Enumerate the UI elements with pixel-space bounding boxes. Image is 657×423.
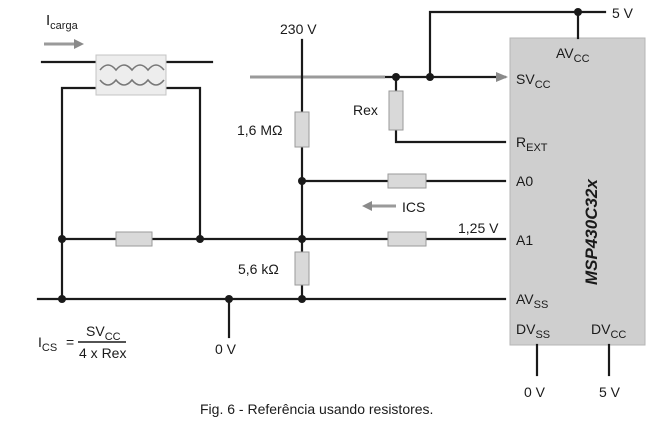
pin-dvcc: DVCC <box>591 321 626 341</box>
junction-dot <box>196 235 204 243</box>
junction-dot <box>392 73 400 81</box>
wire-secondary-left <box>60 86 100 301</box>
junction-dot <box>298 295 306 303</box>
resistor-5k6 <box>294 251 310 286</box>
pin-rext: REXT <box>516 134 548 154</box>
transformer-primary-coil <box>99 64 165 72</box>
formula-lhs: ICS <box>38 334 57 354</box>
arrow-ics-head <box>362 201 372 211</box>
msp430-chip <box>509 37 646 346</box>
resistor-a1 <box>387 231 427 247</box>
pin-a1: A1 <box>516 232 533 248</box>
formula-denominator: 4 x Rex <box>79 345 126 361</box>
resistor-shunt <box>115 231 153 247</box>
junction-dot <box>426 73 434 81</box>
transformer-secondary-coil <box>99 78 165 86</box>
arrow-supply-head <box>496 72 508 82</box>
junction-dot <box>298 235 306 243</box>
resistor-1m6 <box>294 111 310 148</box>
junction-dot <box>58 235 66 243</box>
label-ics: ICS <box>402 199 425 215</box>
label-rex: Rex <box>353 102 378 118</box>
label-230v: 230 V <box>280 21 317 37</box>
wire-5v-top <box>428 10 607 79</box>
junction-dot <box>225 295 233 303</box>
label-r1-value: 1,6 MΩ <box>237 122 282 138</box>
pin-dvss: DVSS <box>516 321 550 341</box>
label-5v-dvcc: 5 V <box>599 384 621 400</box>
pin-avcc: AVCC <box>556 45 590 65</box>
label-0v-ground: 0 V <box>215 341 237 357</box>
pin-svcc: SVCC <box>516 71 551 91</box>
label-1-25v: 1,25 V <box>458 220 499 236</box>
pin-a0: A0 <box>516 173 533 189</box>
formula-equals: = <box>66 334 74 350</box>
junction-dot <box>58 295 66 303</box>
pin-avss: AVSS <box>516 291 548 311</box>
junction-dot <box>574 8 582 16</box>
figure-caption: Fig. 6 - Referência usando resistores. <box>200 401 433 417</box>
label-0v-dvss: 0 V <box>524 384 546 400</box>
resistor-rex <box>388 90 404 131</box>
label-r2-value: 5,6 kΩ <box>238 261 279 277</box>
chip-part-number: MSP430C32x <box>582 178 601 285</box>
wire-secondary-right <box>163 86 202 241</box>
formula-numerator: SVCC <box>86 323 121 343</box>
label-i-carga: Icarga <box>46 12 79 32</box>
junction-dot <box>298 177 306 185</box>
resistor-a0 <box>387 173 427 189</box>
transformer-core <box>95 54 167 96</box>
label-5v-top: 5 V <box>612 5 634 21</box>
wire-rex-bottom <box>394 128 507 144</box>
arrow-icarga-head <box>74 39 84 49</box>
